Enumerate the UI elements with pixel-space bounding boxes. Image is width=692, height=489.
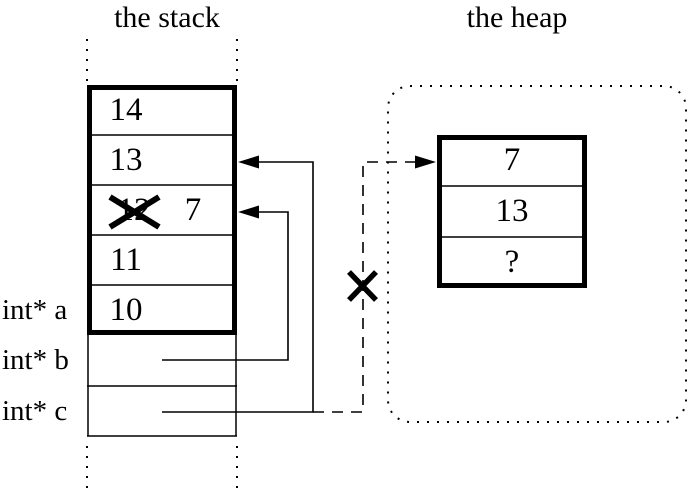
stack-cell-value-13: 13 — [109, 142, 143, 178]
cross-out-pointer-icon — [347, 270, 378, 302]
stack-cell-value-11: 11 — [110, 242, 142, 278]
arrowhead-right-icon — [415, 155, 436, 169]
stack-cell-old-value-12: 12 — [117, 192, 151, 228]
arrowhead-left-icon — [238, 155, 259, 169]
variable-label-b: int* b — [2, 344, 69, 376]
stack-cell-new-value-7: 7 — [184, 192, 202, 228]
arrowhead-left-icon — [238, 205, 259, 219]
heap-cell-value-7: 7 — [503, 142, 521, 178]
heap-cell-value-unknown: ? — [504, 244, 520, 280]
heap-cell-value-13: 13 — [495, 193, 529, 229]
dangling-pointer-dashed-line — [313, 161, 430, 413]
stack-title: the stack — [114, 1, 220, 34]
stack-lower-cell-borders — [87, 335, 237, 437]
stack-cell-value-14: 14 — [109, 92, 143, 128]
variable-label-c: int* c — [2, 395, 68, 427]
heap-title: the heap — [466, 1, 568, 34]
stack-cell-value-10: 10 — [109, 292, 143, 328]
variable-label-a: int* a — [2, 294, 68, 326]
